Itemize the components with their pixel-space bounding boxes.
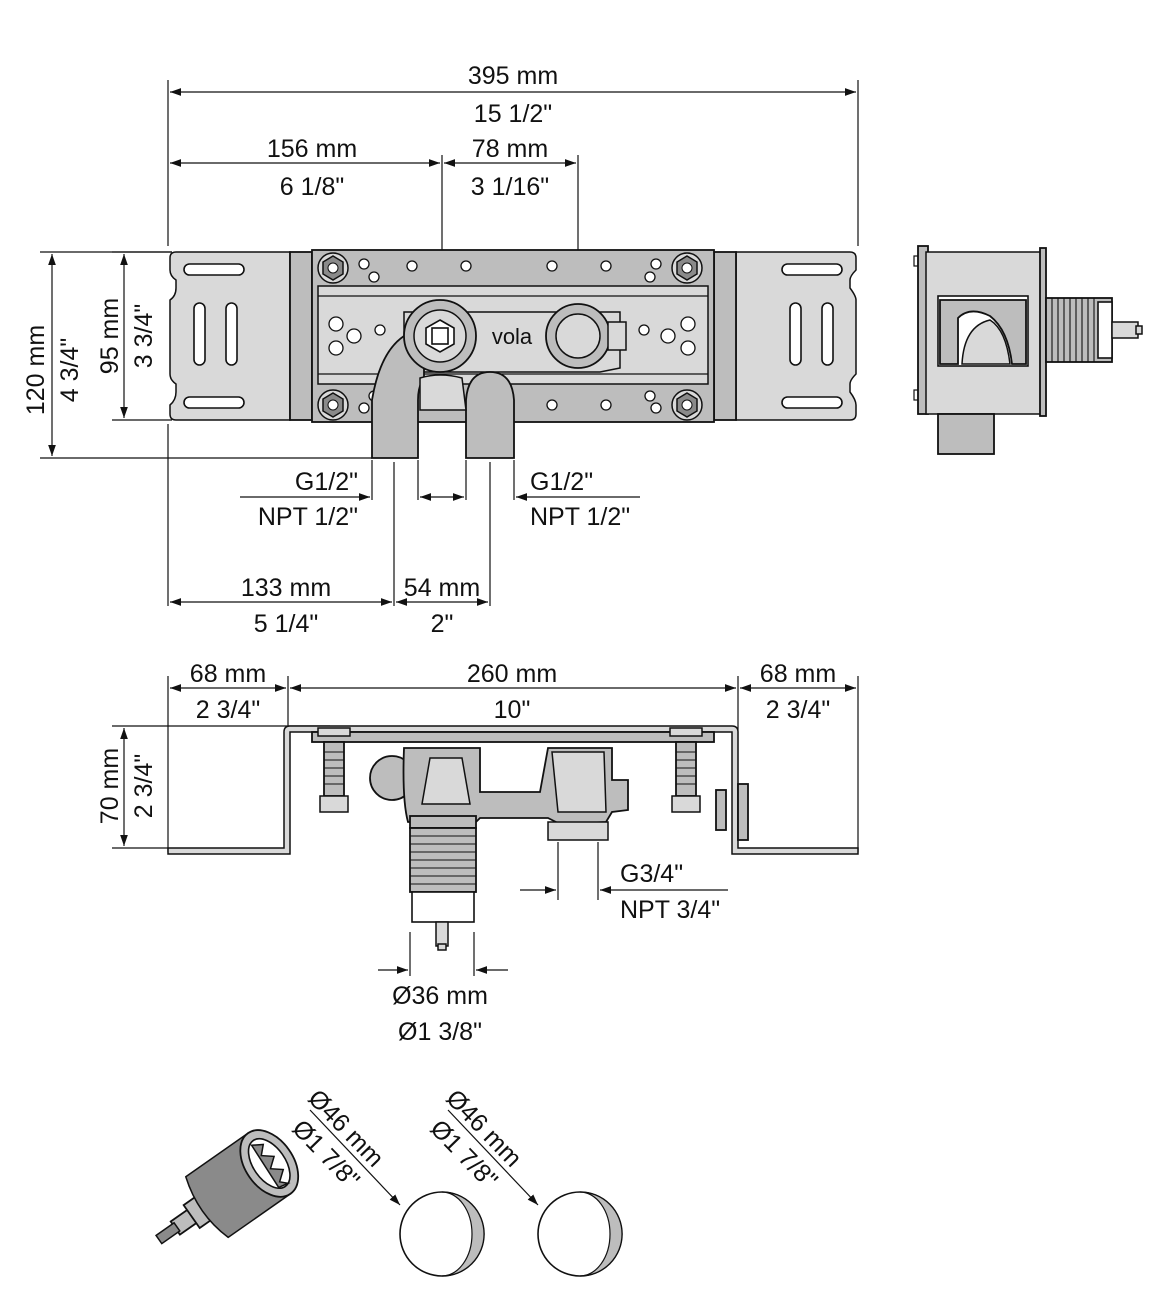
- top-view: 68 mm 2 3/4" 260 mm 10" 68 mm 2 3/4" 70 …: [96, 660, 859, 1046]
- dim-total-width-mm: 395 mm: [468, 62, 558, 90]
- top-bracket-profile: [167, 725, 859, 855]
- dim-left-offset-mm: 156 mm: [267, 135, 357, 163]
- dim-middle-in: 10": [494, 696, 531, 724]
- dim-depth-in: 2 3/4": [130, 754, 158, 818]
- dim-total-width-in: 15 1/2": [474, 100, 552, 128]
- thread-left-g: G1/2": [295, 468, 358, 496]
- dim-left-offset-in: 6 1/8": [280, 173, 344, 201]
- corner-nut-tl: [317, 252, 349, 284]
- dim-center-offset-in: 3 1/16": [471, 173, 549, 201]
- dim-height-inner-in: 3 3/4": [130, 304, 158, 368]
- dim-middle-mm: 260 mm: [467, 660, 557, 688]
- dim-side-left-in: 2 3/4": [196, 696, 260, 724]
- dim-side-left-mm: 68 mm: [190, 660, 266, 688]
- side-view: [913, 245, 1143, 455]
- thread-left-npt: NPT 1/2": [258, 503, 358, 531]
- dim-height-inner-mm: 95 mm: [96, 298, 124, 374]
- dim-diameter-mm: Ø36 mm: [392, 982, 488, 1010]
- dim-outlet-spacing-mm: 54 mm: [404, 574, 480, 602]
- dim-height-total-in: 4 3/4": [56, 338, 84, 402]
- dim-outlet-offset-in: 5 1/4": [254, 610, 318, 638]
- thread-right-npt: NPT 1/2": [530, 503, 630, 531]
- corner-nut-tr: [671, 252, 703, 284]
- corner-nut-br: [671, 389, 703, 421]
- corner-nut-bl: [317, 389, 349, 421]
- dim-center-offset-mm: 78 mm: [472, 135, 548, 163]
- dim-outlet-offset-mm: 133 mm: [241, 574, 331, 602]
- dim-outlet-spacing-in: 2": [431, 610, 454, 638]
- thread-npt34: NPT 3/4": [620, 896, 720, 924]
- thread-g34: G3/4": [620, 860, 683, 888]
- dim-diameter-in: Ø1 3/8": [398, 1018, 482, 1046]
- dim-side-right-in: 2 3/4": [766, 696, 830, 724]
- hole-saw-illustration: [154, 1129, 300, 1245]
- top-bolt-left: [317, 727, 351, 813]
- vola-logo: vola: [492, 324, 533, 349]
- dim-side-right-mm: 68 mm: [760, 660, 836, 688]
- front-view: 395 mm 15 1/2" 156 mm 6 1/8" 78 mm 3 1/1…: [22, 62, 859, 638]
- dim-height-total-mm: 120 mm: [22, 325, 50, 415]
- dim-depth-mm: 70 mm: [96, 748, 124, 824]
- outlet-pipe-right: [465, 371, 515, 459]
- thread-right-g: G1/2": [530, 468, 593, 496]
- top-bolt-right: [669, 727, 703, 813]
